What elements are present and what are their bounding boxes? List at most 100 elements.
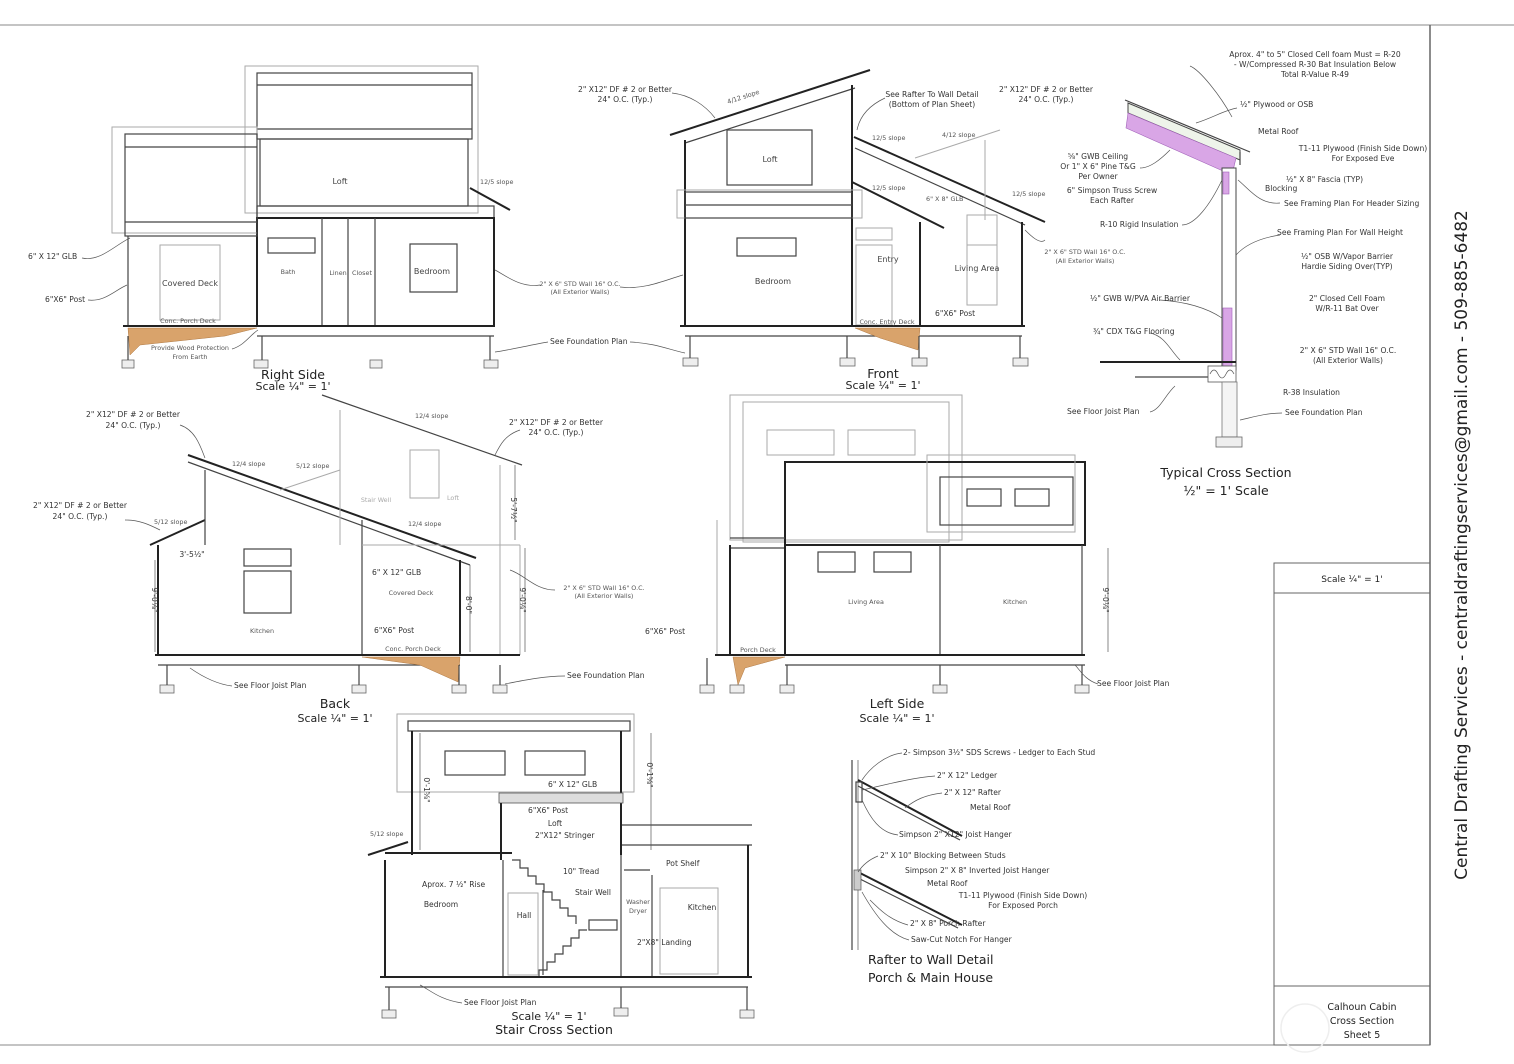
room-covered-deck: Covered Deck xyxy=(389,589,434,597)
room-living-area: Living Area xyxy=(955,264,1000,273)
rafter-detail-subtitle: Porch & Main House xyxy=(868,970,993,985)
label-rafter-spec: 2" X12" DF # 2 or Better xyxy=(509,418,604,427)
label-glb: 6" X 12" GLB xyxy=(548,780,597,789)
project-name: Calhoun Cabin xyxy=(1327,1002,1396,1013)
label-foundation-plan: See Foundation Plan xyxy=(1285,408,1363,417)
left-side-title: Left Side xyxy=(870,696,925,711)
label-gwb-air-barrier: ½" GWB W/PVA Air Barrier xyxy=(1090,294,1191,303)
label-foundation-plan: See Foundation Plan xyxy=(567,671,645,680)
label-ledger: 2" X 12" Ledger xyxy=(937,771,998,780)
label-glb: 6" X 12" GLB xyxy=(372,568,421,577)
room-bedroom: Bedroom xyxy=(424,900,458,909)
stair-section-title: Stair Cross Section xyxy=(495,1022,613,1037)
label-exterior-walls: (All Exterior Walls) xyxy=(551,288,610,296)
label-metal-roof: Metal Roof xyxy=(970,803,1011,812)
front-title: Front xyxy=(867,366,899,381)
label-inverted-hanger: Simpson 2" X 8" Inverted Joist Hanger xyxy=(905,866,1050,875)
label-std-wall: 2" X 6" STD Wall 16" O.C. xyxy=(1044,248,1125,256)
room-bedroom: Bedroom xyxy=(414,267,450,276)
room-kitchen: Kitchen xyxy=(1003,598,1027,606)
label-glb: 6" X 12" GLB xyxy=(28,252,77,261)
slope-mark: 12/4 slope xyxy=(415,412,448,420)
stair-section-scale: Scale ¼" = 1' xyxy=(511,1010,586,1023)
front-elevation xyxy=(669,69,1046,367)
label-std-wall: 2" X 6" STD Wall 16" O.C. xyxy=(1300,346,1397,355)
slope-mark: 5/12 slope xyxy=(154,518,187,526)
back-scale: Scale ¼" = 1' xyxy=(297,712,372,725)
label-hardie: Hardie Siding Over(TYP) xyxy=(1301,262,1392,271)
label-glb: 6" X 8" GLB xyxy=(926,195,963,203)
label-post: 6"X6" Post xyxy=(645,627,685,636)
label-rafter-spec: 2" X12" DF # 2 or Better xyxy=(999,85,1094,94)
label-plywood: ½" Plywood or OSB xyxy=(1240,100,1313,109)
label-blocking: 2" X 10" Blocking Between Studs xyxy=(880,851,1006,860)
label-sds-screws: 2- Simpson 3½" SDS Screws - Ledger to Ea… xyxy=(903,748,1095,757)
title-block-scale: Scale ¼" = 1' xyxy=(1321,575,1382,585)
back-title: Back xyxy=(320,696,351,711)
room-covered-deck: Covered Deck xyxy=(162,279,218,288)
room-stair-well: Stair Well xyxy=(575,888,611,897)
label-exterior-walls: (All Exterior Walls) xyxy=(575,592,634,600)
label-rafter-spec: 2" X12" DF # 2 or Better xyxy=(33,501,128,510)
left-side-scale: Scale ¼" = 1' xyxy=(859,712,934,725)
label-exposed-eve: For Exposed Eve xyxy=(1332,154,1395,163)
left-side-elevation xyxy=(699,394,1109,694)
room-loft: Loft xyxy=(332,177,347,186)
label-bat-insulation: - W/Compressed R-30 Bat Insulation Below xyxy=(1234,60,1396,69)
label-rafter-spacing: 24" O.C. (Typ.) xyxy=(106,421,161,430)
label-rafter-spec: 2" X12" DF # 2 or Better xyxy=(86,410,181,419)
label-porch-deck: Conc. Porch Deck xyxy=(160,317,216,325)
label-rafter-spacing: 24" O.C. (Typ.) xyxy=(598,95,653,104)
slope-mark: 5/12 slope xyxy=(296,462,329,470)
room-bedroom: Bedroom xyxy=(755,277,791,286)
label-each-rafter: Each Rafter xyxy=(1090,196,1135,205)
label-rafter: 2" X 12" Rafter xyxy=(944,788,1002,797)
back-elevation xyxy=(124,394,566,694)
label-rise: Aprox. 7 ½" Rise xyxy=(422,880,486,889)
room-hall: Hall xyxy=(517,911,532,920)
right-side-title: Right Side xyxy=(261,367,325,382)
label-r11: W/R-11 Bat Over xyxy=(1315,304,1379,313)
label-closed-cell-foam-wall: 2" Closed Cell Foam xyxy=(1309,294,1385,303)
label-stringer: 2"X12" Stringer xyxy=(535,831,595,840)
room-bath: Bath xyxy=(281,268,296,276)
label-header-sizing: See Framing Plan For Header Sizing xyxy=(1284,199,1419,208)
label-rafter-spacing: 24" O.C. (Typ.) xyxy=(53,512,108,521)
cross-section-scale: ½" = 1' Scale xyxy=(1183,483,1269,498)
dimension: 5'-7½" xyxy=(509,497,518,522)
label-saw-cut: Saw-Cut Notch For Hanger xyxy=(911,935,1013,944)
label-exterior-walls: (All Exterior Walls) xyxy=(1313,356,1383,365)
slope-mark: 12/4 slope xyxy=(232,460,265,468)
label-tread: 10" Tread xyxy=(563,867,599,876)
cross-section-title: Typical Cross Section xyxy=(1159,465,1291,480)
rafter-detail-title: Rafter to Wall Detail xyxy=(868,952,993,967)
dimension: 0'-1⅝" xyxy=(645,762,654,787)
room-loft: Loft xyxy=(762,155,777,164)
label-osb: ½" OSB W/Vapor Barrier xyxy=(1301,252,1394,261)
label-floor-joist-plan: See Floor Joist Plan xyxy=(234,681,307,690)
label-pine: Or 1" X 6" Pine T&G xyxy=(1060,162,1136,171)
label-metal-roof: Metal Roof xyxy=(927,879,968,888)
dimension: 0'-1⅝" xyxy=(422,777,431,802)
label-exposed-porch: For Exposed Porch xyxy=(988,901,1058,910)
room-loft: Loft xyxy=(447,494,459,502)
label-gwb-ceiling: ⅝" GWB Ceiling xyxy=(1068,152,1128,161)
label-floor-joist-plan: See Floor Joist Plan xyxy=(464,998,537,1007)
label-rafter-detail-ref: See Rafter To Wall Detail xyxy=(885,90,978,99)
slope-mark: 12/5 slope xyxy=(1012,190,1045,198)
label-joist-hanger: Simpson 2" X12" Joist Hanger xyxy=(899,830,1012,839)
label-wood-protection: Provide Wood Protection xyxy=(151,344,229,352)
label-floor-joist-plan: See Floor Joist Plan xyxy=(1097,679,1170,688)
front-scale: Scale ¼" = 1' xyxy=(845,379,920,392)
sheet-name: Cross Section xyxy=(1330,1016,1394,1027)
label-t1-11: T1-11 Plywood (Finish Side Down) xyxy=(958,891,1088,900)
dimension: 9'-0⅛" xyxy=(518,587,527,612)
label-truss-screw: 6" Simpson Truss Screw xyxy=(1067,186,1157,195)
label-rafter-spec: 2" X12" DF # 2 or Better xyxy=(578,85,673,94)
label-pot-shelf: Pot Shelf xyxy=(666,859,700,868)
slope-mark: 4/12 slope xyxy=(942,131,975,139)
label-metal-roof: Metal Roof xyxy=(1258,127,1299,136)
label-blocking: Blocking xyxy=(1265,184,1297,193)
label-rafter-spacing: 24" O.C. (Typ.) xyxy=(529,428,584,437)
